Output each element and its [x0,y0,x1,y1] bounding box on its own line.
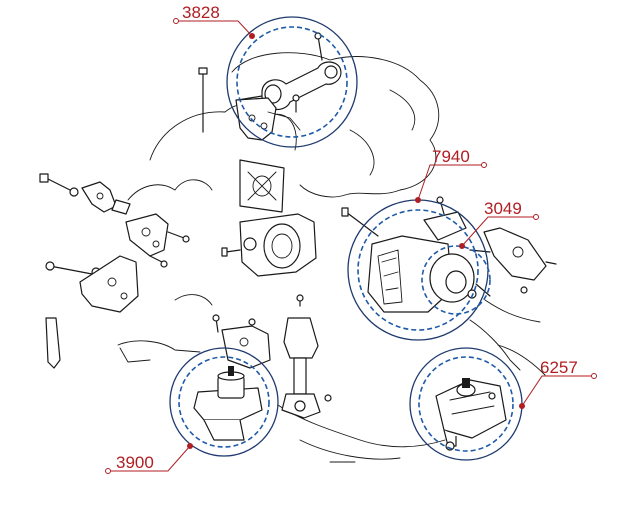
callout-label-3900: 3900 [116,453,154,472]
leader-3828 [173,18,255,39]
callout-label-7940: 7940 [432,147,470,166]
callout-label-3828: 3828 [182,3,220,22]
left-middle-bracket [125,213,190,257]
ring-3828 [226,16,358,148]
torque-rod-part [237,32,342,113]
center-damper [281,294,332,419]
left-lower-bracket [45,255,168,369]
lower-left-mount-bracket [212,314,271,369]
leader-3900 [105,443,193,474]
insulator-3049 [429,253,491,303]
ring-3049 [421,245,491,315]
lower-right-mount [435,378,507,451]
center-upper-bracket [239,159,285,213]
leader-3049 [459,214,539,249]
leader-7940 [415,162,487,203]
ring-3900 [169,347,279,457]
engine-outline [117,52,546,463]
lower-left-mount [193,366,263,441]
callout-label-3049: 3049 [484,199,522,218]
leader-6257 [519,373,597,409]
center-lower-bracket [221,213,317,277]
right-upper-bracket [469,227,557,294]
callout-label-6257: 6257 [540,358,578,377]
left-upper-bracket [39,173,131,215]
torque-rod-bracket [198,67,301,141]
